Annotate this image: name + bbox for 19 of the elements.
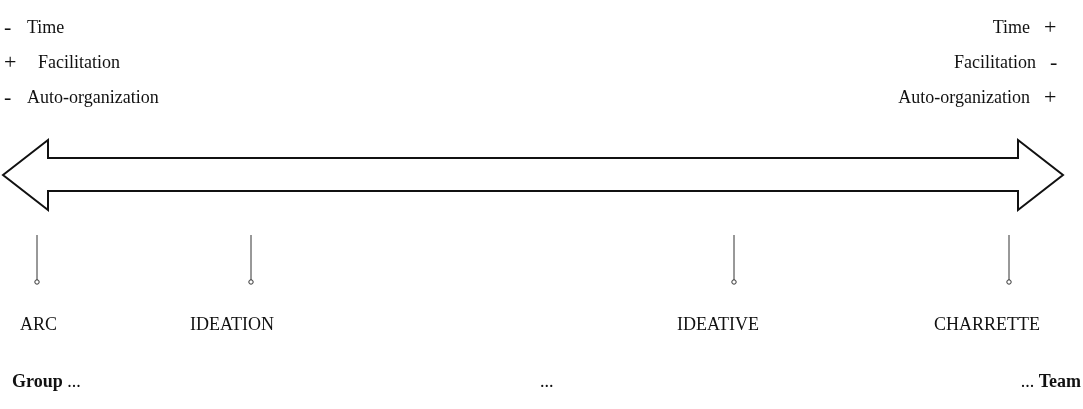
plus-sign: + [1044, 16, 1057, 38]
factor-label: Auto-organization [27, 86, 159, 108]
minus-sign: - [4, 16, 12, 38]
scale-end-label: Group ... [12, 370, 81, 392]
minus-sign: - [1050, 51, 1058, 73]
method-label: IDEATION [190, 313, 274, 335]
method-label: ARC [20, 313, 57, 335]
plus-sign: + [1044, 86, 1057, 108]
minus-sign: - [4, 86, 12, 108]
method-label: IDEATIVE [677, 313, 759, 335]
plus-sign: + [4, 51, 17, 73]
factor-label: Facilitation [38, 51, 120, 73]
factor-label: Auto-organization [898, 86, 1030, 108]
factor-label: Time [992, 16, 1030, 38]
method-label: CHARRETTE [934, 313, 1040, 335]
factor-label: Facilitation [954, 51, 1036, 73]
scale-middle-label: ... [540, 370, 554, 392]
scale-end-label: ... Team [1020, 370, 1081, 392]
factor-label: Time [27, 16, 65, 38]
